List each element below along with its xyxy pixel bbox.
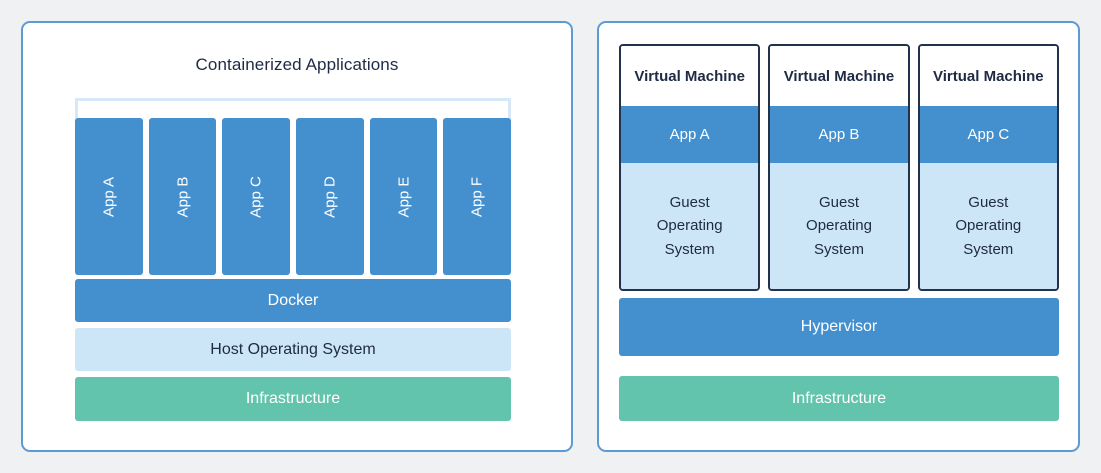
docker-layer-bar[interactable]: Docker [75,279,511,322]
page-title: Containerized Applications [195,55,399,74]
virtual-machine-app-band: App C [919,106,1057,163]
container-app-label: App F [468,176,486,217]
container-group-bracket [75,98,511,120]
container-app-label: App B [174,176,191,217]
virtual-machine-app-band: App B [770,106,908,163]
container-app-tile[interactable]: App D [296,118,364,275]
container-app-label: App D [321,175,339,218]
container-app-row: App A App B App C App D App E App F [75,118,512,275]
container-app-label: App A [100,176,118,217]
hypervisor-layer-bar[interactable]: Hypervisor [619,298,1059,356]
container-app-tile[interactable]: App A [75,118,143,275]
container-app-tile[interactable]: App F [443,118,512,275]
container-app-label: App C [247,175,265,218]
container-app-tile[interactable]: App E [369,118,438,275]
container-app-tile[interactable]: App B [148,118,217,275]
virtual-machine-app-band: App A [621,106,759,163]
virtual-machine-title: Virtual Machine [621,46,759,106]
virtual-machine-title: Virtual Machine [919,46,1057,106]
host-operating-system-layer-bar[interactable]: Host Operating System [75,328,511,371]
container-app-tile[interactable]: App C [222,118,291,275]
container-app-label: App E [395,176,413,217]
infrastructure-layer-bar-left[interactable]: Infrastructure [75,377,511,421]
infrastructure-layer-bar-right[interactable]: Infrastructure [619,376,1059,421]
virtual-machine-title: Virtual Machine [770,46,908,106]
containerized-applications-panel: Containerized Applications App A App B A… [21,21,573,452]
